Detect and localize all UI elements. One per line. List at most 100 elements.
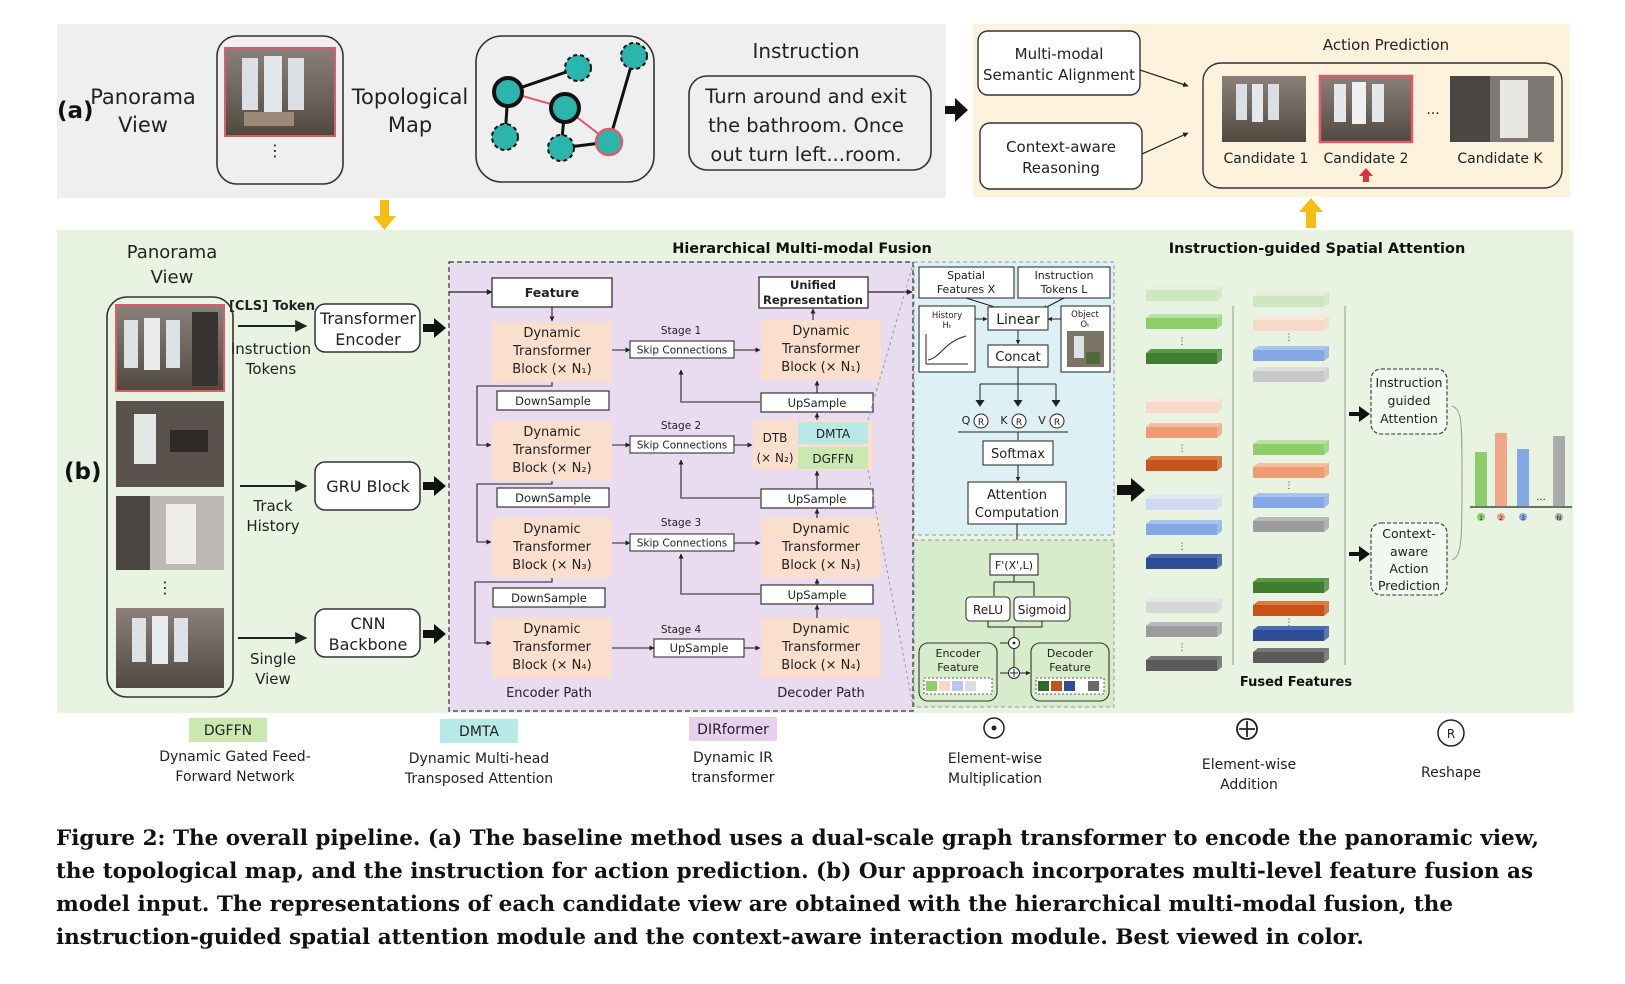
- feature-slab: [1253, 467, 1324, 478]
- unified-label-2: Representation: [763, 293, 863, 307]
- topological-label-2: Map: [388, 113, 432, 137]
- feature-slab-top: [1253, 626, 1329, 630]
- hmf-title: Hierarchical Multi-modal Fusion: [672, 241, 932, 257]
- isa-title: Instruction-guided Spatial Attention: [1169, 241, 1466, 257]
- svg-text:Object: Object: [1071, 310, 1099, 320]
- feature-slab: [1146, 602, 1217, 613]
- candidate-selected-arrow: [1359, 168, 1373, 182]
- decoder-feature-box: Decoder Feature: [1030, 642, 1110, 702]
- history-thumbnail: History Hₜ: [918, 305, 976, 373]
- feature-slab-top: [1253, 601, 1329, 605]
- svg-text:Dynamic: Dynamic: [792, 622, 849, 637]
- feature-slab: [1253, 652, 1324, 663]
- panorama-ellipsis-a: ⋮: [267, 141, 283, 160]
- feature-slab-side: [1324, 292, 1329, 307]
- feature-slab: [1146, 318, 1217, 329]
- arrow-cnn-out: [423, 624, 446, 644]
- svg-text:Attention: Attention: [987, 488, 1047, 503]
- feature-slab-side: [1217, 349, 1222, 364]
- panorama-label-b-2: View: [151, 267, 194, 288]
- feature-slab-side: [1217, 622, 1222, 637]
- feature-slab: [1146, 460, 1217, 471]
- feature-slab: [1253, 320, 1324, 331]
- instruction-guided-attention-box: [1370, 368, 1448, 435]
- panorama-label-b-1: Panorama: [127, 242, 218, 263]
- fused-feature-stacks: ⋮⋮⋮⋮⋮⋮⋮: [1146, 286, 1329, 671]
- unified-box: [758, 276, 869, 309]
- legend-addition-icon: [1236, 718, 1258, 740]
- decoder-path-label: Decoder Path: [777, 686, 864, 701]
- svg-text:DTB: DTB: [763, 431, 788, 445]
- feature-slab: [1146, 558, 1217, 569]
- feature-slab: [1253, 350, 1324, 361]
- svg-text:Transposed Attention: Transposed Attention: [404, 771, 553, 787]
- panorama-frame-a: [216, 35, 344, 185]
- svg-text:Context-: Context-: [1382, 526, 1435, 541]
- feature-slab-top: [1253, 493, 1329, 497]
- svg-text:R: R: [978, 418, 984, 428]
- svg-text:Feature: Feature: [1049, 661, 1091, 674]
- instruction-title: Instruction: [752, 39, 859, 63]
- svg-text:Prediction: Prediction: [1378, 578, 1440, 593]
- cls-token-label: [CLS] Token: [229, 299, 315, 314]
- svg-text:transformer: transformer: [691, 770, 774, 786]
- single-view-2: View: [255, 670, 291, 688]
- sigmoid-label: Sigmoid: [1018, 603, 1067, 617]
- instruction-tokens-1: Instruction: [231, 340, 311, 358]
- candidate-1-label: Candidate 1: [1224, 151, 1309, 167]
- topological-map: [475, 35, 655, 183]
- feature-slab: [1253, 497, 1324, 508]
- svg-text:DownSample: DownSample: [515, 491, 591, 505]
- slab-ellipsis: ⋮: [1178, 444, 1187, 454]
- encoder-dtb-4: Dynamic Transformer Block (× N₄): [492, 618, 612, 678]
- svg-text:UpSample: UpSample: [788, 492, 847, 506]
- feature-slab-side: [1324, 463, 1329, 478]
- single-view-1: Single: [250, 650, 296, 668]
- cnn-backbone-box: [314, 608, 421, 658]
- svg-text:Features X: Features X: [937, 283, 996, 296]
- decoder-dtb-3: Dynamic Transformer Block (× N₃): [761, 518, 881, 578]
- slab-ellipsis: ⋮: [1178, 337, 1187, 347]
- cnn-backbone-1: CNN: [350, 614, 385, 633]
- panorama-view-3: [116, 496, 224, 570]
- svg-text:Dynamic: Dynamic: [792, 324, 849, 339]
- legend-dirformer-tag: [689, 717, 777, 741]
- svg-text:aware: aware: [1390, 544, 1428, 559]
- transformer-encoder-2: Encoder: [335, 330, 401, 349]
- legend-dgffn-text: DGFFN: [204, 723, 252, 739]
- encoder-dtb-2: Dynamic Transformer Block (× N₂): [492, 421, 612, 481]
- svg-text:Transformer: Transformer: [781, 342, 861, 357]
- svg-text:History: History: [932, 311, 962, 321]
- upsample-1: UpSample: [760, 392, 874, 413]
- slab-ellipsis: ⋮: [1178, 542, 1187, 552]
- arrow-multimodal: [1139, 69, 1189, 88]
- encoder-feature-box: Encoder Feature: [918, 642, 998, 702]
- decoder-dtb-1: Dynamic Transformer Block (× N₁): [761, 320, 881, 380]
- panorama-thumbnail-a: [224, 47, 336, 137]
- cnn-backbone-2: Backbone: [329, 635, 408, 654]
- relu-label: ReLU: [973, 603, 1003, 617]
- down-path-1: [476, 382, 553, 448]
- feature-slab-side: [1324, 517, 1329, 532]
- feature-slab-top: [1146, 349, 1222, 353]
- svg-text:Dynamic Gated Feed-: Dynamic Gated Feed-: [159, 749, 311, 765]
- legend-dmta-text: DMTA: [459, 724, 499, 740]
- track-history-2: History: [246, 517, 299, 535]
- svg-text:Computation: Computation: [975, 506, 1059, 521]
- svg-text:Block (× N₄): Block (× N₄): [512, 658, 591, 673]
- reshape-icon-k: [1011, 413, 1027, 429]
- instruction-line-2: the bathroom. Once: [708, 114, 904, 137]
- encoder-dtb-3: Dynamic Transformer Block (× N₃): [492, 518, 612, 578]
- svg-text:Element-wise: Element-wise: [1202, 757, 1296, 773]
- feature-slab: [1146, 524, 1217, 535]
- arrow-context: [1141, 132, 1189, 155]
- arrow-up-yellow: [1299, 198, 1323, 228]
- feature-slab-side: [1217, 398, 1222, 413]
- track-history-1: Track: [252, 497, 293, 515]
- downsample-3: DownSample: [492, 587, 606, 608]
- slab-ellipsis: ⋮: [1285, 481, 1294, 491]
- feature-slab-top: [1146, 554, 1222, 558]
- panorama-label-a-2: View: [118, 113, 168, 137]
- candidate-ellipsis: ...: [1426, 102, 1439, 118]
- feature-slab: [1146, 626, 1217, 637]
